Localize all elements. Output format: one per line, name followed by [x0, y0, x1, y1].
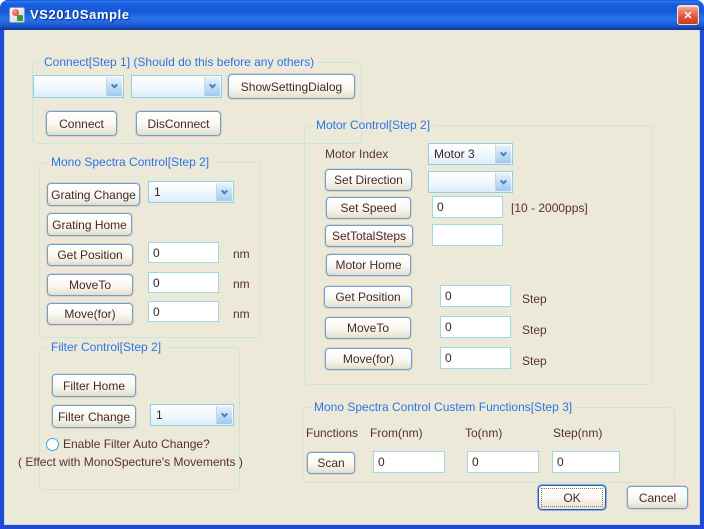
app-icon — [9, 7, 25, 23]
filter-note: ( Effect with MonoSpecture's Movements ) — [18, 455, 243, 469]
mono-movefor-field[interactable] — [148, 301, 219, 322]
step-label: Step(nm) — [553, 426, 603, 440]
speed-range-label: [10 - 2000pps] — [511, 201, 588, 215]
chevron-down-icon[interactable] — [495, 173, 511, 191]
connect-button[interactable]: Connect — [46, 111, 117, 136]
chevron-down-icon[interactable] — [216, 183, 232, 201]
filter-group: Filter Control[Step 2] — [39, 340, 240, 490]
mono-moveto-field[interactable] — [148, 272, 219, 293]
functions-label: Functions — [306, 426, 359, 440]
motor-moveto-unit: Step — [522, 323, 547, 337]
set-total-steps-button[interactable]: SetTotalSteps — [325, 225, 413, 247]
mono-get-position-unit: nm — [233, 247, 250, 261]
set-speed-button[interactable]: Set Speed — [326, 197, 411, 219]
motor-group: Motor Control[Step 2] — [304, 118, 653, 385]
enable-filter-auto-change-radio[interactable] — [46, 438, 59, 451]
mono-moveto-button[interactable]: MoveTo — [47, 274, 133, 296]
total-steps-field[interactable] — [432, 224, 503, 246]
chevron-down-icon[interactable] — [216, 406, 232, 424]
show-setting-dialog-button[interactable]: ShowSettingDialog — [228, 74, 355, 99]
chevron-down-icon[interactable] — [495, 145, 511, 163]
scan-from-field[interactable] — [373, 451, 445, 473]
mono-movefor-unit: nm — [233, 307, 250, 321]
connect-group: Connect[Step 1] (Should do this before a… — [32, 55, 362, 144]
motor-get-position-field[interactable] — [440, 285, 511, 307]
mono-movefor-button[interactable]: Move(for) — [47, 303, 133, 325]
motor-home-button[interactable]: Motor Home — [326, 254, 411, 276]
app-icon-green-dot — [17, 15, 23, 21]
from-label: From(nm) — [370, 426, 423, 440]
filter-combo[interactable]: 1 — [150, 404, 234, 426]
motor-moveto-field[interactable] — [440, 316, 511, 338]
enable-filter-auto-change-label: Enable Filter Auto Change? — [63, 437, 210, 451]
set-direction-button[interactable]: Set Direction — [325, 169, 412, 191]
cancel-button[interactable]: Cancel — [627, 486, 688, 509]
close-icon: ✕ — [683, 9, 693, 22]
speed-field[interactable] — [432, 196, 503, 218]
connect-device-combo[interactable] — [33, 75, 124, 98]
ok-button[interactable]: OK — [538, 485, 606, 510]
motor-index-label: Motor Index — [325, 147, 389, 161]
chevron-down-icon[interactable] — [204, 77, 220, 96]
scan-to-field[interactable] — [467, 451, 539, 473]
grating-change-button[interactable]: Grating Change — [47, 183, 140, 206]
scan-button[interactable]: Scan — [307, 452, 355, 474]
grating-home-button[interactable]: Grating Home — [47, 213, 132, 236]
to-label: To(nm) — [465, 426, 503, 440]
filter-combo-value: 1 — [156, 408, 163, 422]
custom-functions-group-title: Mono Spectra Control Custem Functions[St… — [311, 400, 576, 414]
app-icon-red-dot — [12, 9, 19, 16]
direction-combo[interactable] — [428, 171, 513, 193]
mono-moveto-unit: nm — [233, 277, 250, 291]
close-button[interactable]: ✕ — [677, 5, 699, 25]
grating-combo-value: 1 — [154, 185, 161, 199]
motor-index-combo[interactable]: Motor 3 — [428, 143, 513, 165]
motor-movefor-unit: Step — [522, 354, 547, 368]
motor-group-title: Motor Control[Step 2] — [313, 118, 434, 132]
motor-get-position-button[interactable]: Get Position — [324, 286, 412, 308]
mono-spectra-group: Mono Spectra Control[Step 2] — [39, 155, 261, 338]
window-title: VS2010Sample — [30, 7, 130, 22]
connect-port-combo[interactable] — [131, 75, 222, 98]
motor-index-combo-value: Motor 3 — [434, 147, 475, 161]
filter-home-button[interactable]: Filter Home — [52, 374, 136, 397]
mono-get-position-button[interactable]: Get Position — [47, 244, 133, 266]
scan-step-field[interactable] — [552, 451, 620, 473]
disconnect-button[interactable]: DisConnect — [136, 111, 221, 136]
filter-change-button[interactable]: Filter Change — [52, 405, 136, 428]
filter-group-title: Filter Control[Step 2] — [48, 340, 165, 354]
mono-spectra-group-title: Mono Spectra Control[Step 2] — [48, 155, 213, 169]
motor-moveto-button[interactable]: MoveTo — [325, 317, 411, 339]
title-bar[interactable]: VS2010Sample ✕ — [0, 0, 704, 30]
motor-movefor-button[interactable]: Move(for) — [325, 348, 412, 370]
grating-combo[interactable]: 1 — [148, 181, 234, 203]
custom-functions-group: Mono Spectra Control Custem Functions[St… — [302, 400, 675, 483]
connect-group-title: Connect[Step 1] (Should do this before a… — [41, 55, 318, 69]
chevron-down-icon[interactable] — [106, 77, 122, 96]
motor-get-position-unit: Step — [522, 292, 547, 306]
mono-get-position-field[interactable] — [148, 242, 219, 263]
motor-movefor-field[interactable] — [440, 347, 511, 369]
